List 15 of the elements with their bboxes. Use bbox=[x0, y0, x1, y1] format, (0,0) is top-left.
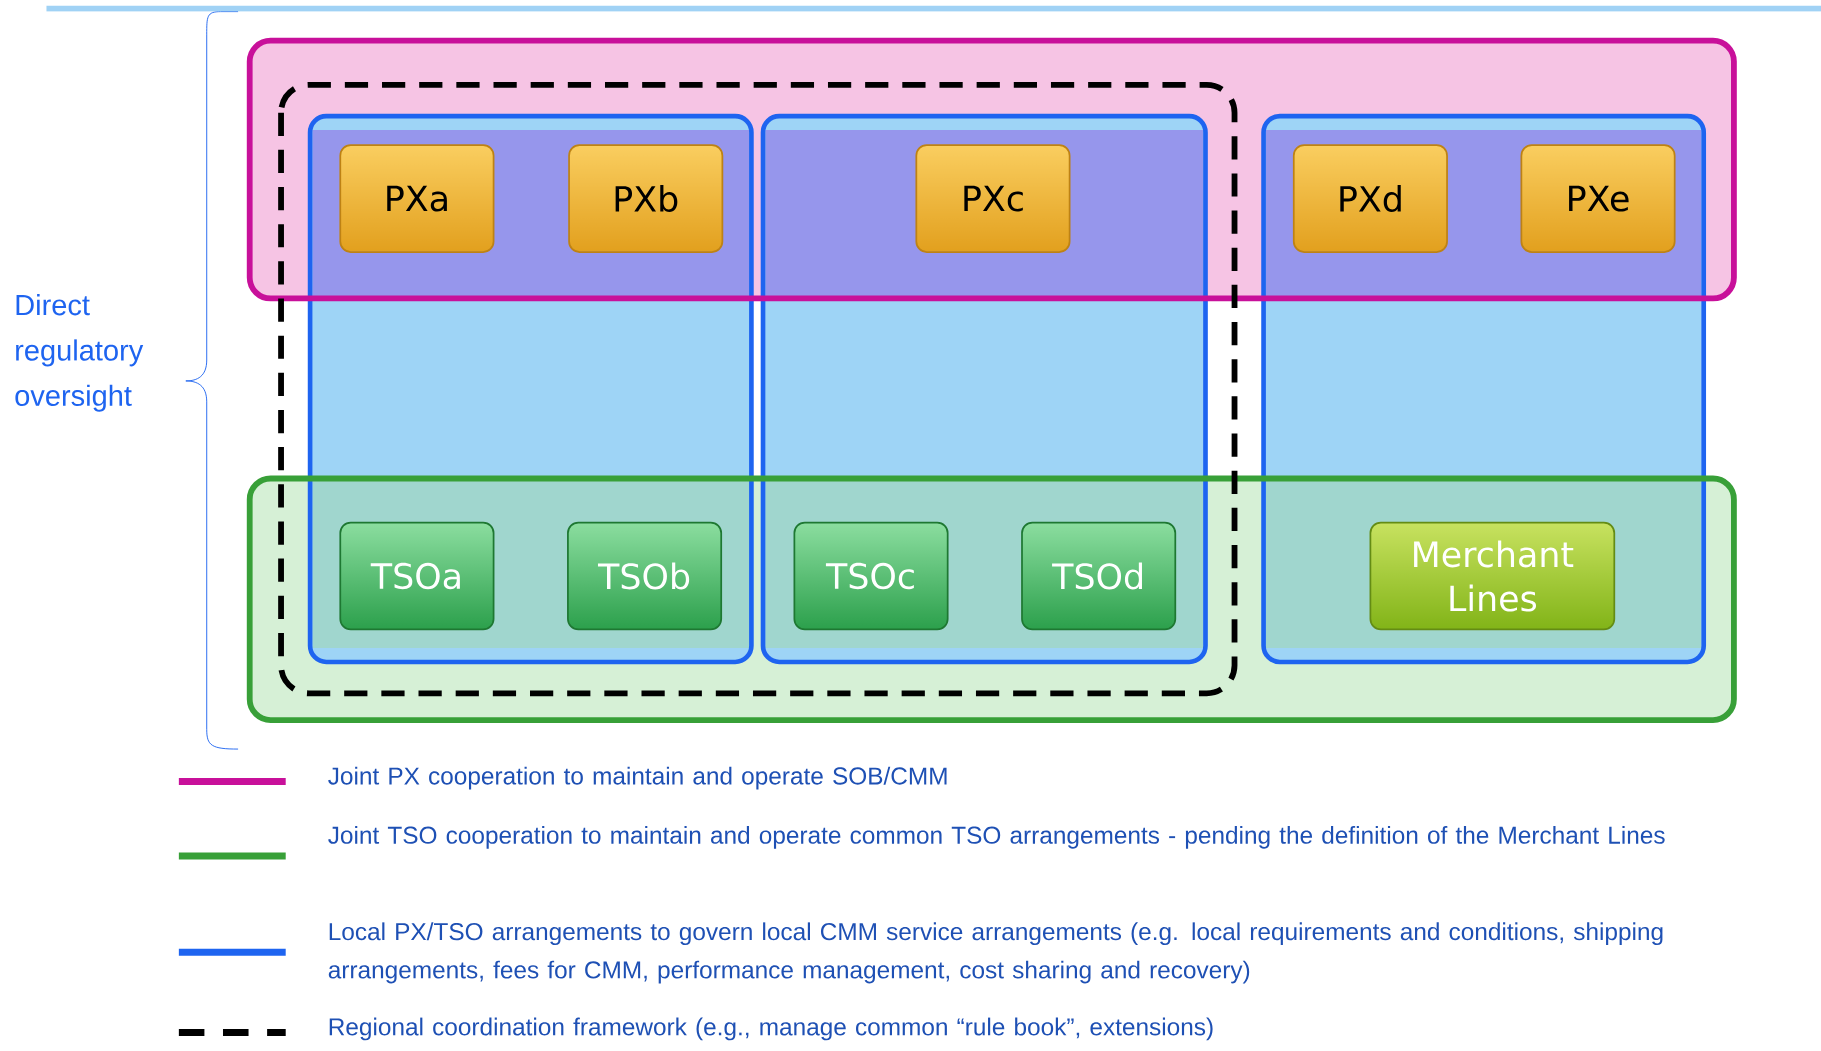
operator-box: TSOd bbox=[1021, 521, 1177, 631]
exchange-box: PXc bbox=[915, 144, 1071, 253]
exchange-box: PXa bbox=[339, 144, 495, 253]
legend-text: Joint TSO cooperation to maintain and operate common TSO arrangements - pending the definition of the Merchant Lines bbox=[328, 825, 1665, 849]
legend-text: Local PX/TSO arrangements to govern local CMM service arrangements (e.g. local requirements and conditions, shipping arrangements, fees for CMM, performance management, cost sharing and recovery) bbox=[328, 922, 1663, 984]
exchange-box: PXd bbox=[1292, 144, 1448, 253]
side-label: Direct regulatory oversight bbox=[15, 294, 144, 412]
exchange-box: PXe bbox=[1520, 144, 1676, 253]
legend-text: Joint PX cooperation to maintain and operate SOB/CMM bbox=[328, 766, 947, 790]
merchant-lines-box: Merchant Lines bbox=[1369, 521, 1616, 631]
exchange-box: PXb bbox=[568, 144, 724, 253]
operator-box: TSOa bbox=[339, 521, 495, 631]
operator-box: TSOb bbox=[567, 521, 723, 631]
legend-text: Regional coordination framework (e.g., manage common “rule book”, extensions) bbox=[329, 1017, 1213, 1041]
operator-box: TSOc bbox=[793, 521, 949, 631]
